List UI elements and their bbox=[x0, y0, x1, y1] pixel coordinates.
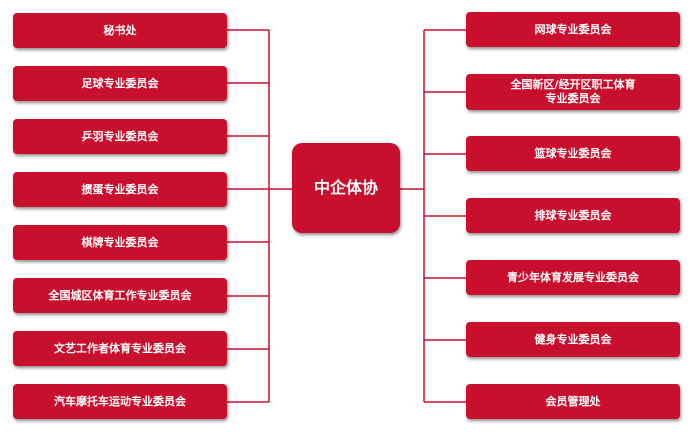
right-node-label: 青少年体育发展专业委员会 bbox=[507, 270, 639, 284]
center-node-label: 中企体协 bbox=[313, 178, 378, 197]
right-node-fitness-committee[interactable]: 健身专业委员会 bbox=[466, 322, 680, 357]
left-node-label: 足球专业委员会 bbox=[81, 76, 159, 90]
left-node-table-tennis-badminton-committee[interactable]: 乒羽专业委员会 bbox=[13, 119, 227, 154]
right-node-basketball-committee[interactable]: 篮球专业委员会 bbox=[466, 136, 680, 171]
left-node-football-committee[interactable]: 足球专业委员会 bbox=[13, 66, 227, 101]
right-node-label: 健身专业委员会 bbox=[534, 332, 612, 346]
right-node-new-district-workers-sports-committee[interactable]: 全国新区/经开区职工体育 专业委员会 bbox=[466, 74, 680, 110]
left-node-label: 全国城区体育工作专业委员会 bbox=[48, 288, 192, 302]
right-node-label: 排球专业委员会 bbox=[534, 208, 612, 222]
right-node-volleyball-committee[interactable]: 排球专业委员会 bbox=[466, 198, 680, 233]
left-node-label: 掼蛋专业委员会 bbox=[81, 182, 159, 196]
left-node-motor-sports-committee[interactable]: 汽车摩托车运动专业委员会 bbox=[13, 384, 227, 419]
right-node-multiline-label: 全国新区/经开区职工体育 专业委员会 bbox=[510, 78, 635, 106]
left-node-secretariat[interactable]: 秘书处 bbox=[13, 13, 227, 48]
right-node-label-line-2: 专业委员会 bbox=[545, 92, 601, 105]
left-node-label: 秘书处 bbox=[103, 23, 137, 37]
left-node-label: 棋牌专业委员会 bbox=[81, 235, 159, 249]
center-node-main-association[interactable]: 中企体协 bbox=[292, 143, 400, 233]
left-node-urban-district-sports-committee[interactable]: 全国城区体育工作专业委员会 bbox=[13, 278, 227, 313]
left-node-guandan-committee[interactable]: 掼蛋专业委员会 bbox=[13, 172, 227, 207]
right-node-youth-sports-committee[interactable]: 青少年体育发展专业委员会 bbox=[466, 260, 680, 295]
right-node-membership-office[interactable]: 会员管理处 bbox=[466, 384, 680, 419]
left-node-label: 汽车摩托车运动专业委员会 bbox=[54, 394, 186, 408]
left-node-label: 乒羽专业委员会 bbox=[81, 129, 159, 143]
right-node-label: 会员管理处 bbox=[545, 394, 601, 408]
right-node-tennis-committee[interactable]: 网球专业委员会 bbox=[466, 12, 680, 47]
left-node-label: 文艺工作者体育专业委员会 bbox=[54, 341, 186, 355]
right-node-label-line-1: 全国新区/经开区职工体育 bbox=[510, 78, 636, 91]
left-node-chess-cards-committee[interactable]: 棋牌专业委员会 bbox=[13, 225, 227, 260]
right-node-label: 网球专业委员会 bbox=[534, 22, 612, 36]
left-node-artists-sports-committee[interactable]: 文艺工作者体育专业委员会 bbox=[13, 331, 227, 366]
right-node-label: 篮球专业委员会 bbox=[534, 146, 612, 160]
